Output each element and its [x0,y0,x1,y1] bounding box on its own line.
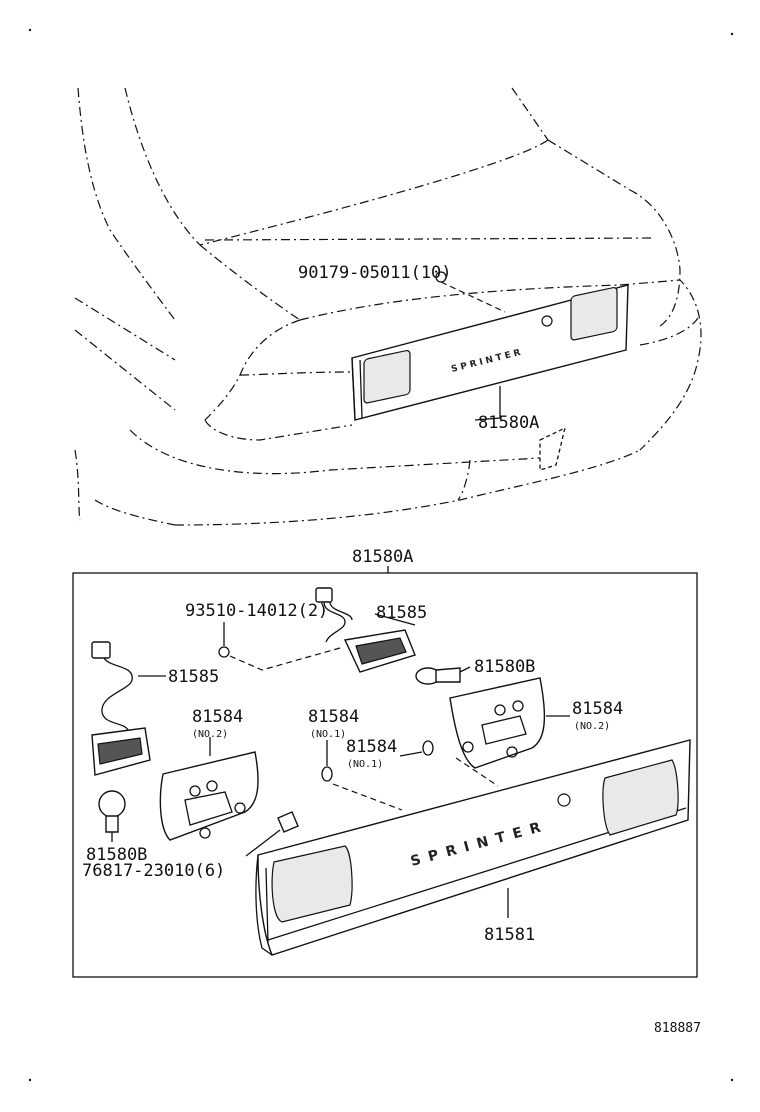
lens-right-no2 [449,677,570,787]
label-lens-left-note: (NO.2) [192,729,228,740]
label-lens-right-note: (NO.2) [574,721,610,732]
label-garnish-assy-box: 81580A [352,547,413,567]
label-bulb-left: 81580B [86,845,147,865]
rear-garnish-panel: SPRINTER [255,739,691,956]
license-lamp-left [91,641,166,776]
label-clip: 93510-14012(2) [185,601,328,621]
lens-left-no2 [159,737,259,841]
label-lens-mid: 81584 [308,707,359,727]
clip-grommet [245,811,299,857]
bulb-left [98,790,126,842]
label-fastener: 90179-05011(10) [298,263,452,283]
vehicle-rear-view: SPRINTER [74,87,702,526]
license-lamp-right [315,587,416,673]
label-lens-mid-note: (NO.1) [310,729,346,740]
garnish-on-vehicle: SPRINTER [351,284,629,421]
label-lamp-left: 81585 [168,667,219,687]
label-lamp-right: 81585 [376,603,427,623]
label-bulb-right: 81580B [474,657,535,677]
label-garnish-panel: 81581 [484,925,535,945]
lens-mid2-icon [422,740,434,756]
label-lens-right: 81584 [572,699,623,719]
bulb-right [415,666,471,685]
label-lens-left: 81584 [192,707,243,727]
diagram-id: 818887 [654,1021,701,1036]
clip-icon [218,646,230,658]
label-lens-mid2-note: (NO.1) [347,759,383,770]
label-garnish-assy-top: 81580A [478,413,539,433]
assembly-frame [72,572,698,978]
lens-mid-icon [321,766,333,782]
label-lens-mid2: 81584 [346,737,397,757]
label-clip-grommet: 76817-23010(6) [82,861,225,881]
